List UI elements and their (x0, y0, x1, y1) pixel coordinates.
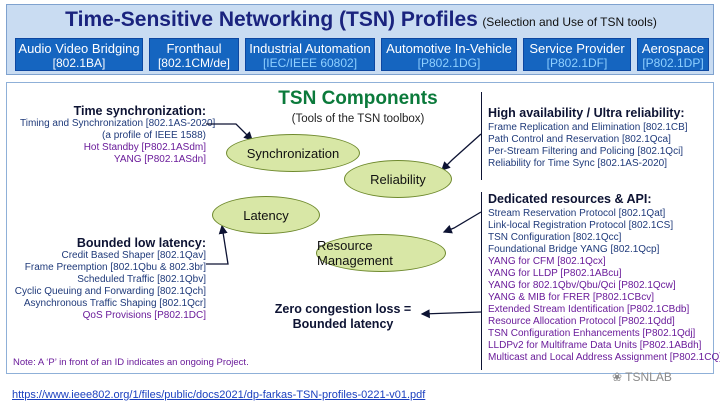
dedicated-item: Extended Stream Identification [P802.1CB… (488, 304, 690, 315)
profiles-title-text: Time-Sensitive Networking (TSN) Profiles (65, 8, 478, 31)
dedicated-item: TSN Configuration [802.1Qcc] (488, 232, 622, 243)
profile-std: [802.1BA] (52, 56, 106, 70)
zero-congestion-line2: Bounded latency (292, 317, 394, 331)
profile-name: Aerospace (641, 41, 705, 56)
bounded-latency-item: QoS Provisions [P802.1DC] (82, 310, 206, 321)
profile-std: [802.1CM/de] (157, 56, 231, 70)
dedicated-item: YANG for LLDP [P802.1ABcu] (488, 268, 622, 279)
high-availability-item: Reliability for Time Sync [802.1AS-2020] (488, 158, 667, 169)
project-note: Note: A ‘P’ in front of an ID indicates … (13, 357, 249, 368)
time-sync-item: Hot Standby [P802.1ASdm] (83, 142, 206, 153)
time-sync-item: YANG [P802.1ASdn] (113, 154, 206, 165)
dedicated-item: Stream Reservation Protocol [802.1Qat] (488, 208, 666, 219)
dedicated-item: Link-local Registration Protocol [802.1C… (488, 220, 674, 231)
profile-industrial-automation: Industrial Automation [IEC/IEEE 60802] (245, 38, 375, 71)
time-sync-item: (a profile of IEEE 1588) (102, 130, 206, 141)
high-availability-block: High availability / Ultra reliability: F… (481, 92, 712, 180)
components-title: TSN Components (278, 88, 438, 109)
components-header: TSN Components (Tools of the TSN toolbox… (268, 88, 448, 125)
watermark-text: TSNLAB (625, 370, 672, 384)
source-link[interactable]: https://www.ieee802.org/1/files/public/d… (12, 389, 426, 401)
profiles-panel: Time-Sensitive Networking (TSN) Profiles… (6, 4, 714, 75)
bounded-latency-item: Asynchronous Traffic Shaping [802.1Qcr] (23, 298, 206, 309)
time-sync-item: Timing and Synchronization [802.1AS-2020… (20, 118, 216, 129)
ellipse-synchronization: Synchronization (226, 134, 360, 172)
high-availability-item: Path Control and Reservation [802.1Qca] (488, 134, 671, 145)
profile-std: [IEC/IEEE 60802] (262, 56, 358, 70)
bounded-latency-item: Scheduled Traffic [802.1Qbv] (77, 274, 206, 285)
bounded-latency-item: Credit Based Shaper [802.1Qav] (61, 250, 206, 261)
profile-name: Industrial Automation (249, 41, 371, 56)
profiles-subtitle: (Selection and Use of TSN tools) (482, 15, 657, 29)
high-availability-item: Per-Stream Filtering and Policing [802.1… (488, 146, 684, 157)
profile-automotive-in-vehicle: Automotive In-Vehicle [P802.1DG] (381, 38, 517, 71)
profile-fronthaul: Fronthaul [802.1CM/de] (149, 38, 239, 71)
ellipse-resource-management: Resource Management (316, 234, 446, 272)
profile-service-provider: Service Provider [P802.1DF] (523, 38, 631, 71)
dedicated-item: YANG for CFM [802.1Qcx] (488, 256, 606, 267)
dedicated-item: TSN Configuration Enhancements [P802.1Qd… (488, 328, 696, 339)
profile-name: Service Provider (529, 41, 625, 56)
bounded-latency-item: Cyclic Queuing and Forwarding [802.1Qch] (14, 286, 206, 297)
profile-std: [P802.1DP] (642, 56, 704, 70)
profile-name: Fronthaul (166, 41, 222, 56)
bounded-latency-item: Frame Preemption [802.1Qbu & 802.3br] (24, 262, 206, 273)
profile-name: Audio Video Bridging (18, 41, 140, 56)
profile-name: Automotive In-Vehicle (386, 41, 512, 56)
bounded-latency-heading: Bounded low latency: (76, 236, 206, 250)
dedicated-item: YANG for 802.1Qbv/Qbu/Qci [P802.1Qcw] (488, 280, 676, 291)
watermark-icon: ❀ (612, 370, 626, 384)
profile-std: [P802.1DG] (417, 56, 481, 70)
components-panel (6, 82, 714, 374)
dedicated-item: Resource Allocation Protocol [P802.1Qdd] (488, 316, 675, 327)
dedicated-resources-block: Dedicated resources & API: Stream Reserv… (481, 192, 720, 370)
ellipse-latency: Latency (212, 196, 320, 234)
components-subtitle: (Tools of the TSN toolbox) (291, 113, 425, 125)
high-availability-heading: High availability / Ultra reliability: (488, 106, 685, 120)
high-availability-item: Frame Replication and Elimination [802.1… (488, 122, 688, 133)
dedicated-item: YANG & MIB for FRER [P802.1CBcv] (488, 292, 654, 303)
dedicated-item: Multicast and Local Address Assignment [… (488, 352, 720, 363)
dedicated-item: LLDPv2 for Multiframe Data Units [P802.1… (488, 340, 702, 351)
time-sync-heading: Time synchronization: (73, 104, 206, 118)
profile-std: [P802.1DF] (546, 56, 608, 70)
zero-congestion-line1: Zero congestion loss = (274, 302, 412, 316)
profiles-title: Time-Sensitive Networking (TSN) Profiles… (7, 8, 715, 32)
ellipse-reliability: Reliability (344, 160, 452, 198)
profile-aerospace: Aerospace [P802.1DP] (637, 38, 709, 71)
dedicated-resources-heading: Dedicated resources & API: (488, 192, 652, 206)
zero-congestion-label: Zero congestion loss = Bounded latency (268, 302, 418, 332)
bounded-latency-block: Bounded low latency: Credit Based Shaper… (10, 236, 206, 322)
profile-audio-video-bridging: Audio Video Bridging [802.1BA] (15, 38, 143, 71)
time-sync-block: Time synchronization: Timing and Synchro… (20, 104, 216, 166)
watermark: ❀ TSNLAB (612, 370, 672, 384)
dedicated-item: Foundational Bridge YANG [802.1Qcp] (488, 244, 660, 255)
